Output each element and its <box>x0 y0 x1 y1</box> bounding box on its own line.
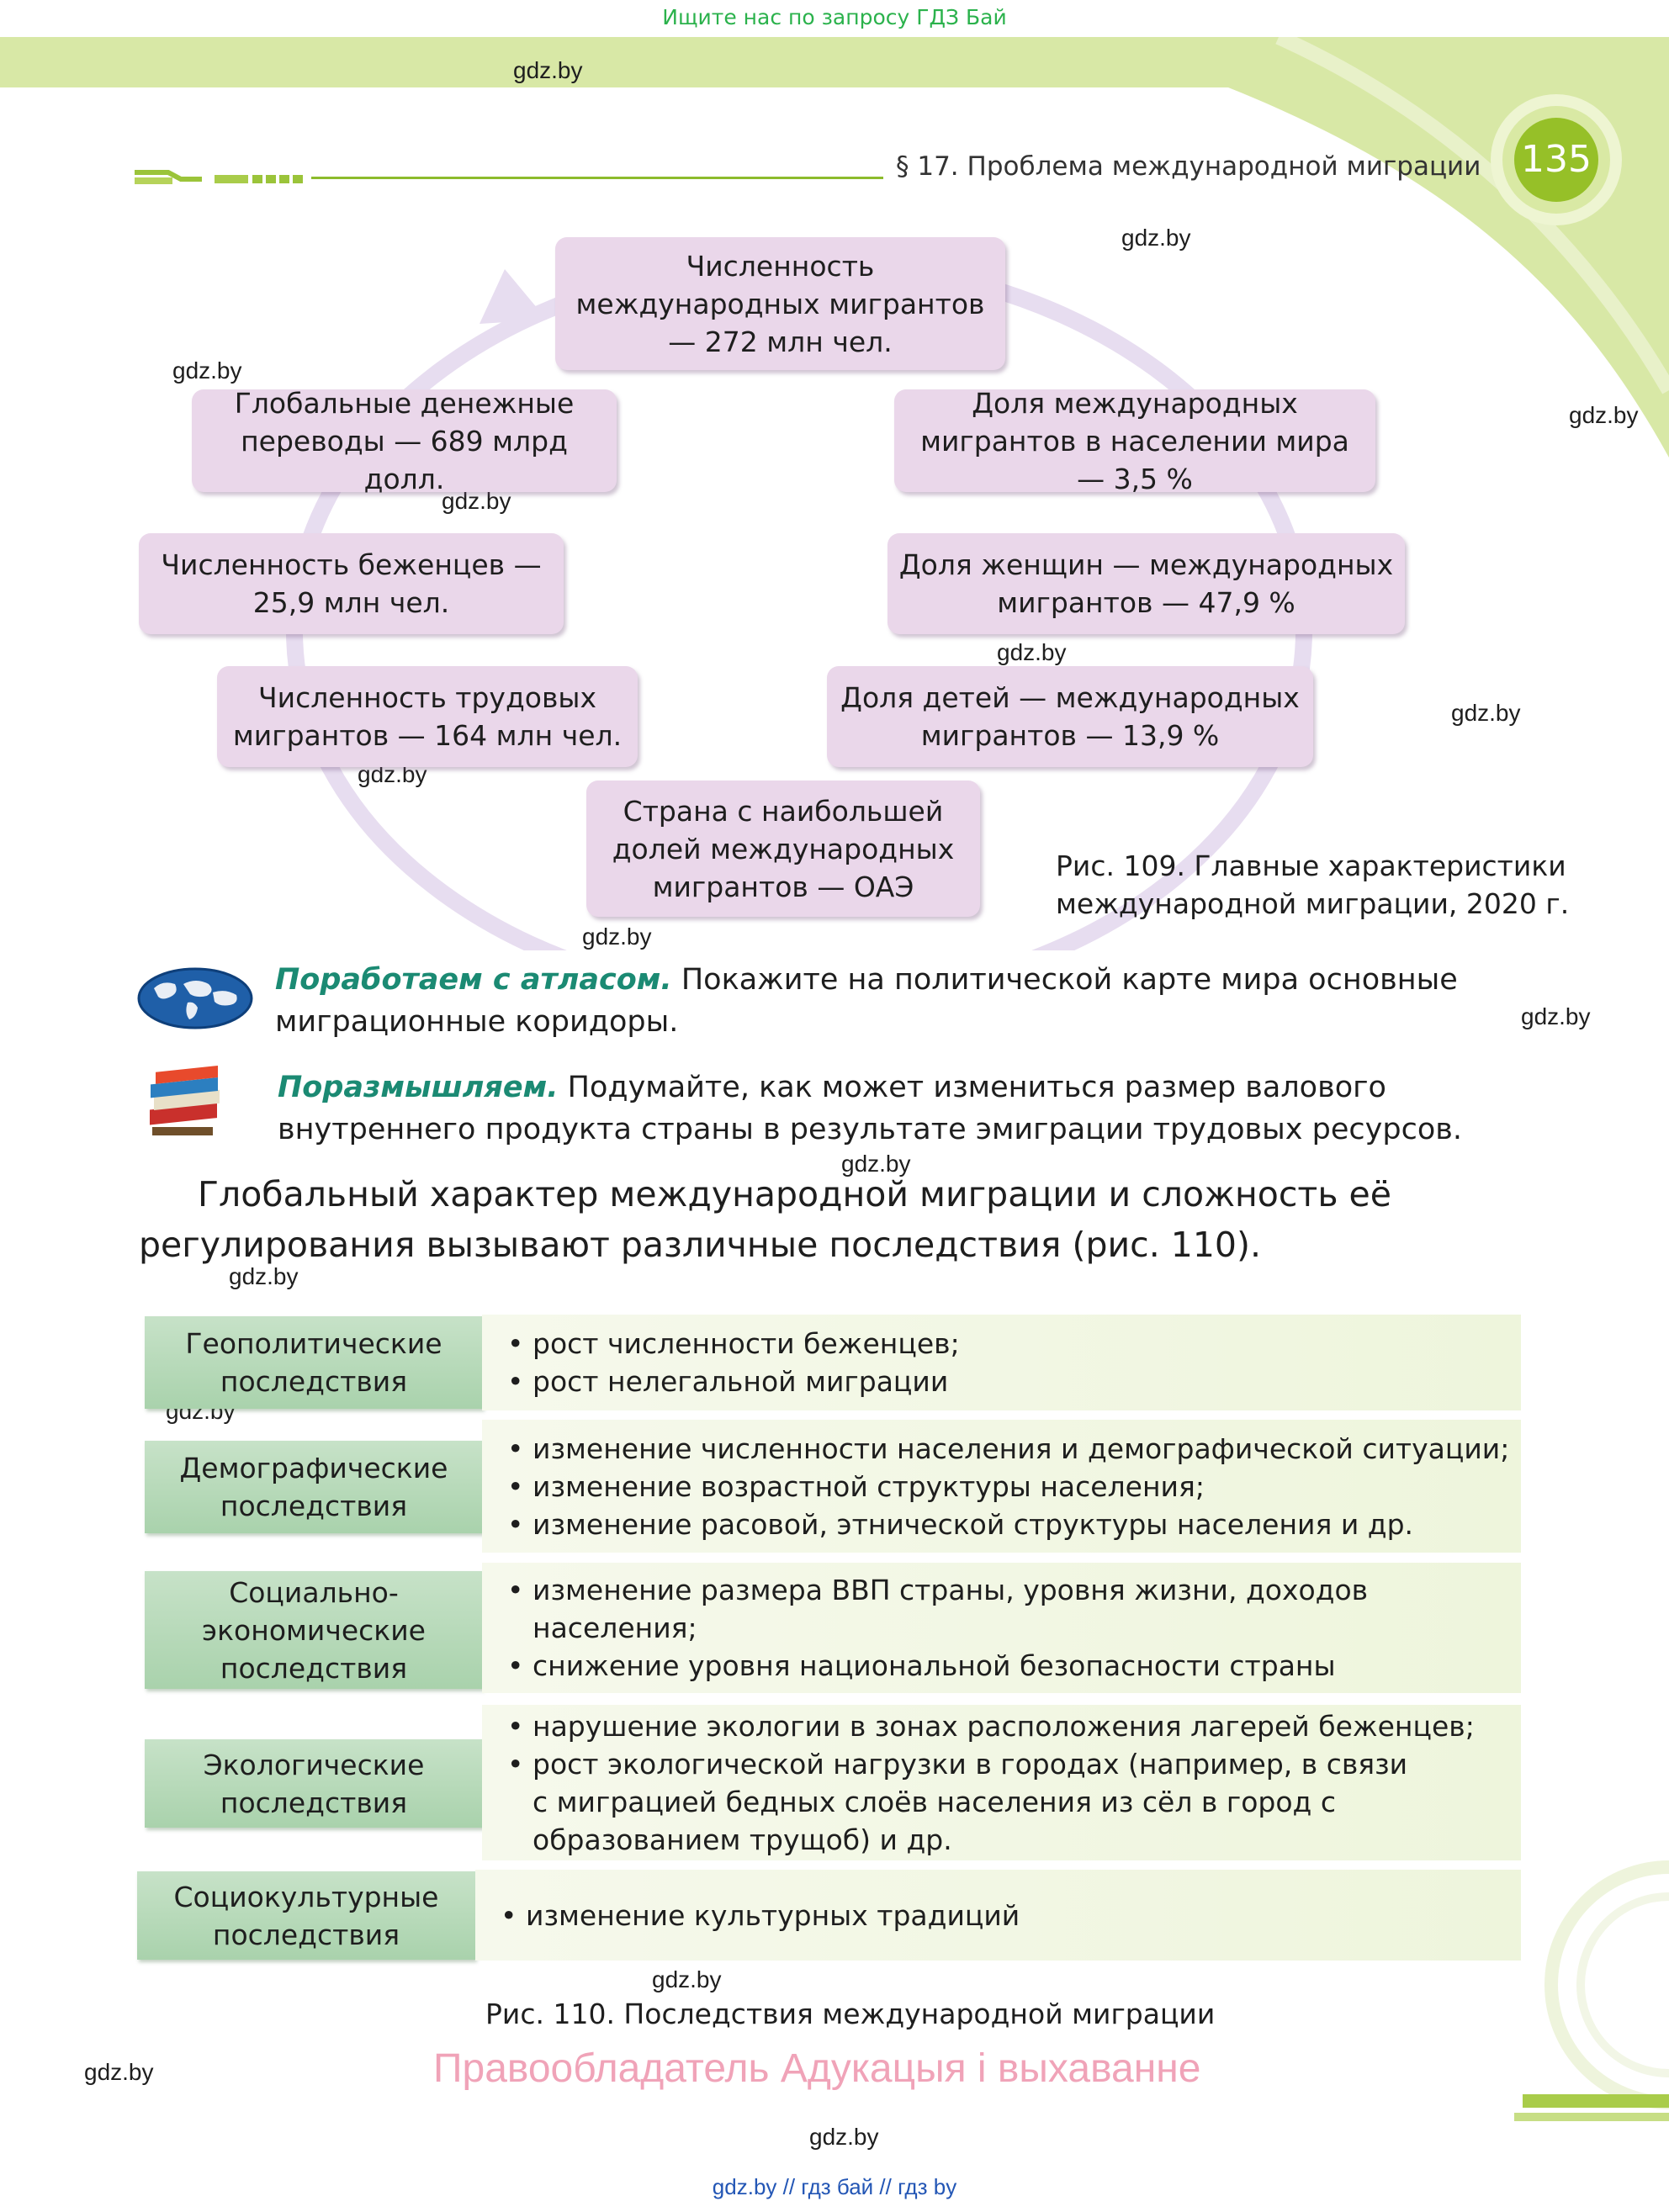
running-title: § 17. Проблема международной миграции <box>896 151 1481 182</box>
title-rule-decoration <box>135 170 883 184</box>
consequence-item: изменение культурных традиций <box>501 1897 1521 1934</box>
books-stack-icon <box>150 1065 220 1135</box>
globe-atlas-icon <box>137 967 253 1029</box>
consequence-label-demographic: Демографические последствия <box>145 1441 483 1533</box>
task-think: Поразмышляем. Подумайте, как может измен… <box>278 1066 1523 1151</box>
watermark: gdz.by <box>1121 225 1191 251</box>
consequence-item: рост нелегальной миграции <box>507 1363 1521 1400</box>
watermark: gdz.by <box>513 57 583 83</box>
watermark: gdz.by <box>229 1263 299 1289</box>
figure-110-caption: Рис. 110. Последствия международной мигр… <box>485 1998 1216 2030</box>
copyright-notice: Правообладатель Адукацыя і выхаванне <box>433 2046 1201 2091</box>
consequence-items-socioeconomic: изменение размера ВВП страны, уровня жиз… <box>482 1563 1521 1693</box>
consequence-item: изменение расовой, этнической структуры … <box>507 1506 1521 1543</box>
task-atlas-text: Покажите на политической карте мира осно… <box>275 963 1458 1039</box>
consequence-item: нарушение экологии в зонах расположения … <box>507 1707 1521 1745</box>
top-banner[interactable]: Ищите нас по запросу ГДЗ Бай <box>0 0 1669 35</box>
consequence-items-ecological: нарушение экологии в зонах расположения … <box>482 1705 1521 1860</box>
consequence-label-socioeconomic: Социально-экономические последствия <box>145 1571 483 1689</box>
consequence-label-ecological: Экологические последствия <box>145 1739 483 1828</box>
consequence-item: снижение уровня национальной безопасност… <box>507 1647 1521 1685</box>
watermark: gdz.by <box>172 357 242 384</box>
watermark: gdz.by <box>652 1966 722 1992</box>
consequence-items-geopolitical: рост численности беженцев; рост нелегаль… <box>482 1315 1521 1410</box>
consequence-label-geopolitical: Геополитические последствия <box>145 1316 483 1409</box>
watermark: gdz.by <box>997 639 1067 665</box>
consequence-items-demographic: изменение численности населения и демогр… <box>482 1420 1521 1553</box>
box-remittances: Глобальные денежные переводы — 689 млрд … <box>192 387 617 495</box>
body-paragraph: Глобальный характер международной миграц… <box>139 1174 1391 1265</box>
watermark: gdz.by <box>84 2059 154 2085</box>
consequence-item: изменение численности населения и демогр… <box>507 1430 1521 1468</box>
watermark: gdz.by <box>1451 700 1521 726</box>
box-refugees: Численность беженцев — 25,9 млн чел. <box>139 533 564 634</box>
figure-109-caption-line1: Рис. 109. Главные характеристики <box>1056 849 1566 882</box>
task-atlas-lead: Поработаем с атласом. <box>275 963 672 997</box>
consequence-items-sociocultural: изменение культурных традиций <box>475 1870 1521 1961</box>
task-think-lead: Поразмышляем. <box>278 1071 559 1104</box>
consequence-item: изменение размера ВВП страны, уровня жиз… <box>507 1571 1521 1647</box>
bottom-links[interactable]: gdz.by // гдз бай // гдз by <box>712 2174 957 2199</box>
watermark: gdz.by <box>1569 402 1639 428</box>
box-share-children: Доля детей — международных мигрантов — 1… <box>827 666 1313 767</box>
box-share-in-world-population: Доля международных мигрантов в населении… <box>894 387 1375 495</box>
box-labour-migrants: Численность трудовых мигрантов — 164 млн… <box>217 666 638 767</box>
consequence-label-sociocultural: Социокультурные последствия <box>137 1871 475 1960</box>
figure-109-caption-line2: международной миграции, 2020 г. <box>1056 887 1570 920</box>
page-number-badge: 135 <box>1514 118 1598 202</box>
consequence-item: рост численности беженцев; <box>507 1325 1521 1363</box>
watermark: gdz.by <box>442 488 511 514</box>
task-think-text: Подумайте, как может измениться размер в… <box>278 1071 1462 1146</box>
task-atlas: Поработаем с атласом. Покажите на полити… <box>275 959 1520 1043</box>
box-international-migrants: Численность международных мигрантов — 27… <box>555 237 1005 370</box>
watermark: gdz.by <box>1521 1003 1591 1029</box>
box-share-women: Доля женщин — международных мигрантов — … <box>887 533 1405 634</box>
box-top-country-uae: Страна с наибольшей долей международных … <box>586 781 980 917</box>
watermark: gdz.by <box>841 1151 911 1177</box>
watermark: gdz.by <box>809 2124 879 2150</box>
corner-decoration <box>1514 1860 1669 2121</box>
consequence-item: изменение возрастной структуры населения… <box>507 1468 1521 1506</box>
consequence-item: рост экологической нагрузки в городах (н… <box>507 1745 1416 1859</box>
watermark: gdz.by <box>582 923 652 950</box>
